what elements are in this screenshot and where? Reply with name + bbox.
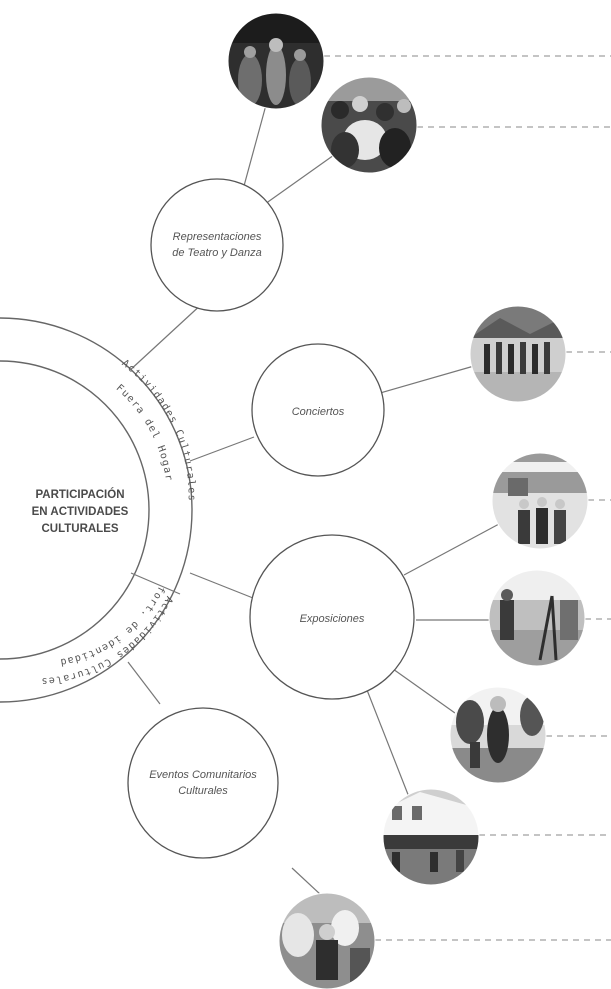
center-title-line-2: EN ACTIVIDADES [32,506,129,518]
node-community-label-1: Eventos Comunitarios [149,769,257,781]
node-theatre-label-1: Representaciones [173,231,262,243]
dashed-leader-lines [324,55,611,941]
photo-borders [227,12,589,989]
node-concerts: Conciertos [251,343,385,477]
central-hub: PARTICIPACIÓN EN ACTIVIDADES CULTURALES … [0,317,196,703]
node-concerts-label: Conciertos [292,406,345,418]
inner-ring [0,360,150,660]
photo-exhibit-1 [492,453,588,549]
photo-community-1 [279,893,375,989]
node-theatre-label-2: de Teatro y Danza [172,247,261,259]
photo-concert-1 [470,306,566,402]
connector-lines [127,104,500,896]
node-exhibitions-label: Exposiciones [300,613,365,625]
node-community: Eventos Comunitarios Culturales [127,707,279,859]
photo-theatre-1 [228,13,324,109]
center-title-line-3: CULTURALES [41,523,118,535]
node-exhibitions: Exposiciones [249,534,415,700]
node-community-label-2: Culturales [178,785,228,797]
center-title-line-1: PARTICIPACIÓN [35,488,124,501]
ring-divider [130,572,181,595]
node-theatre: Representaciones de Teatro y Danza [150,178,284,312]
